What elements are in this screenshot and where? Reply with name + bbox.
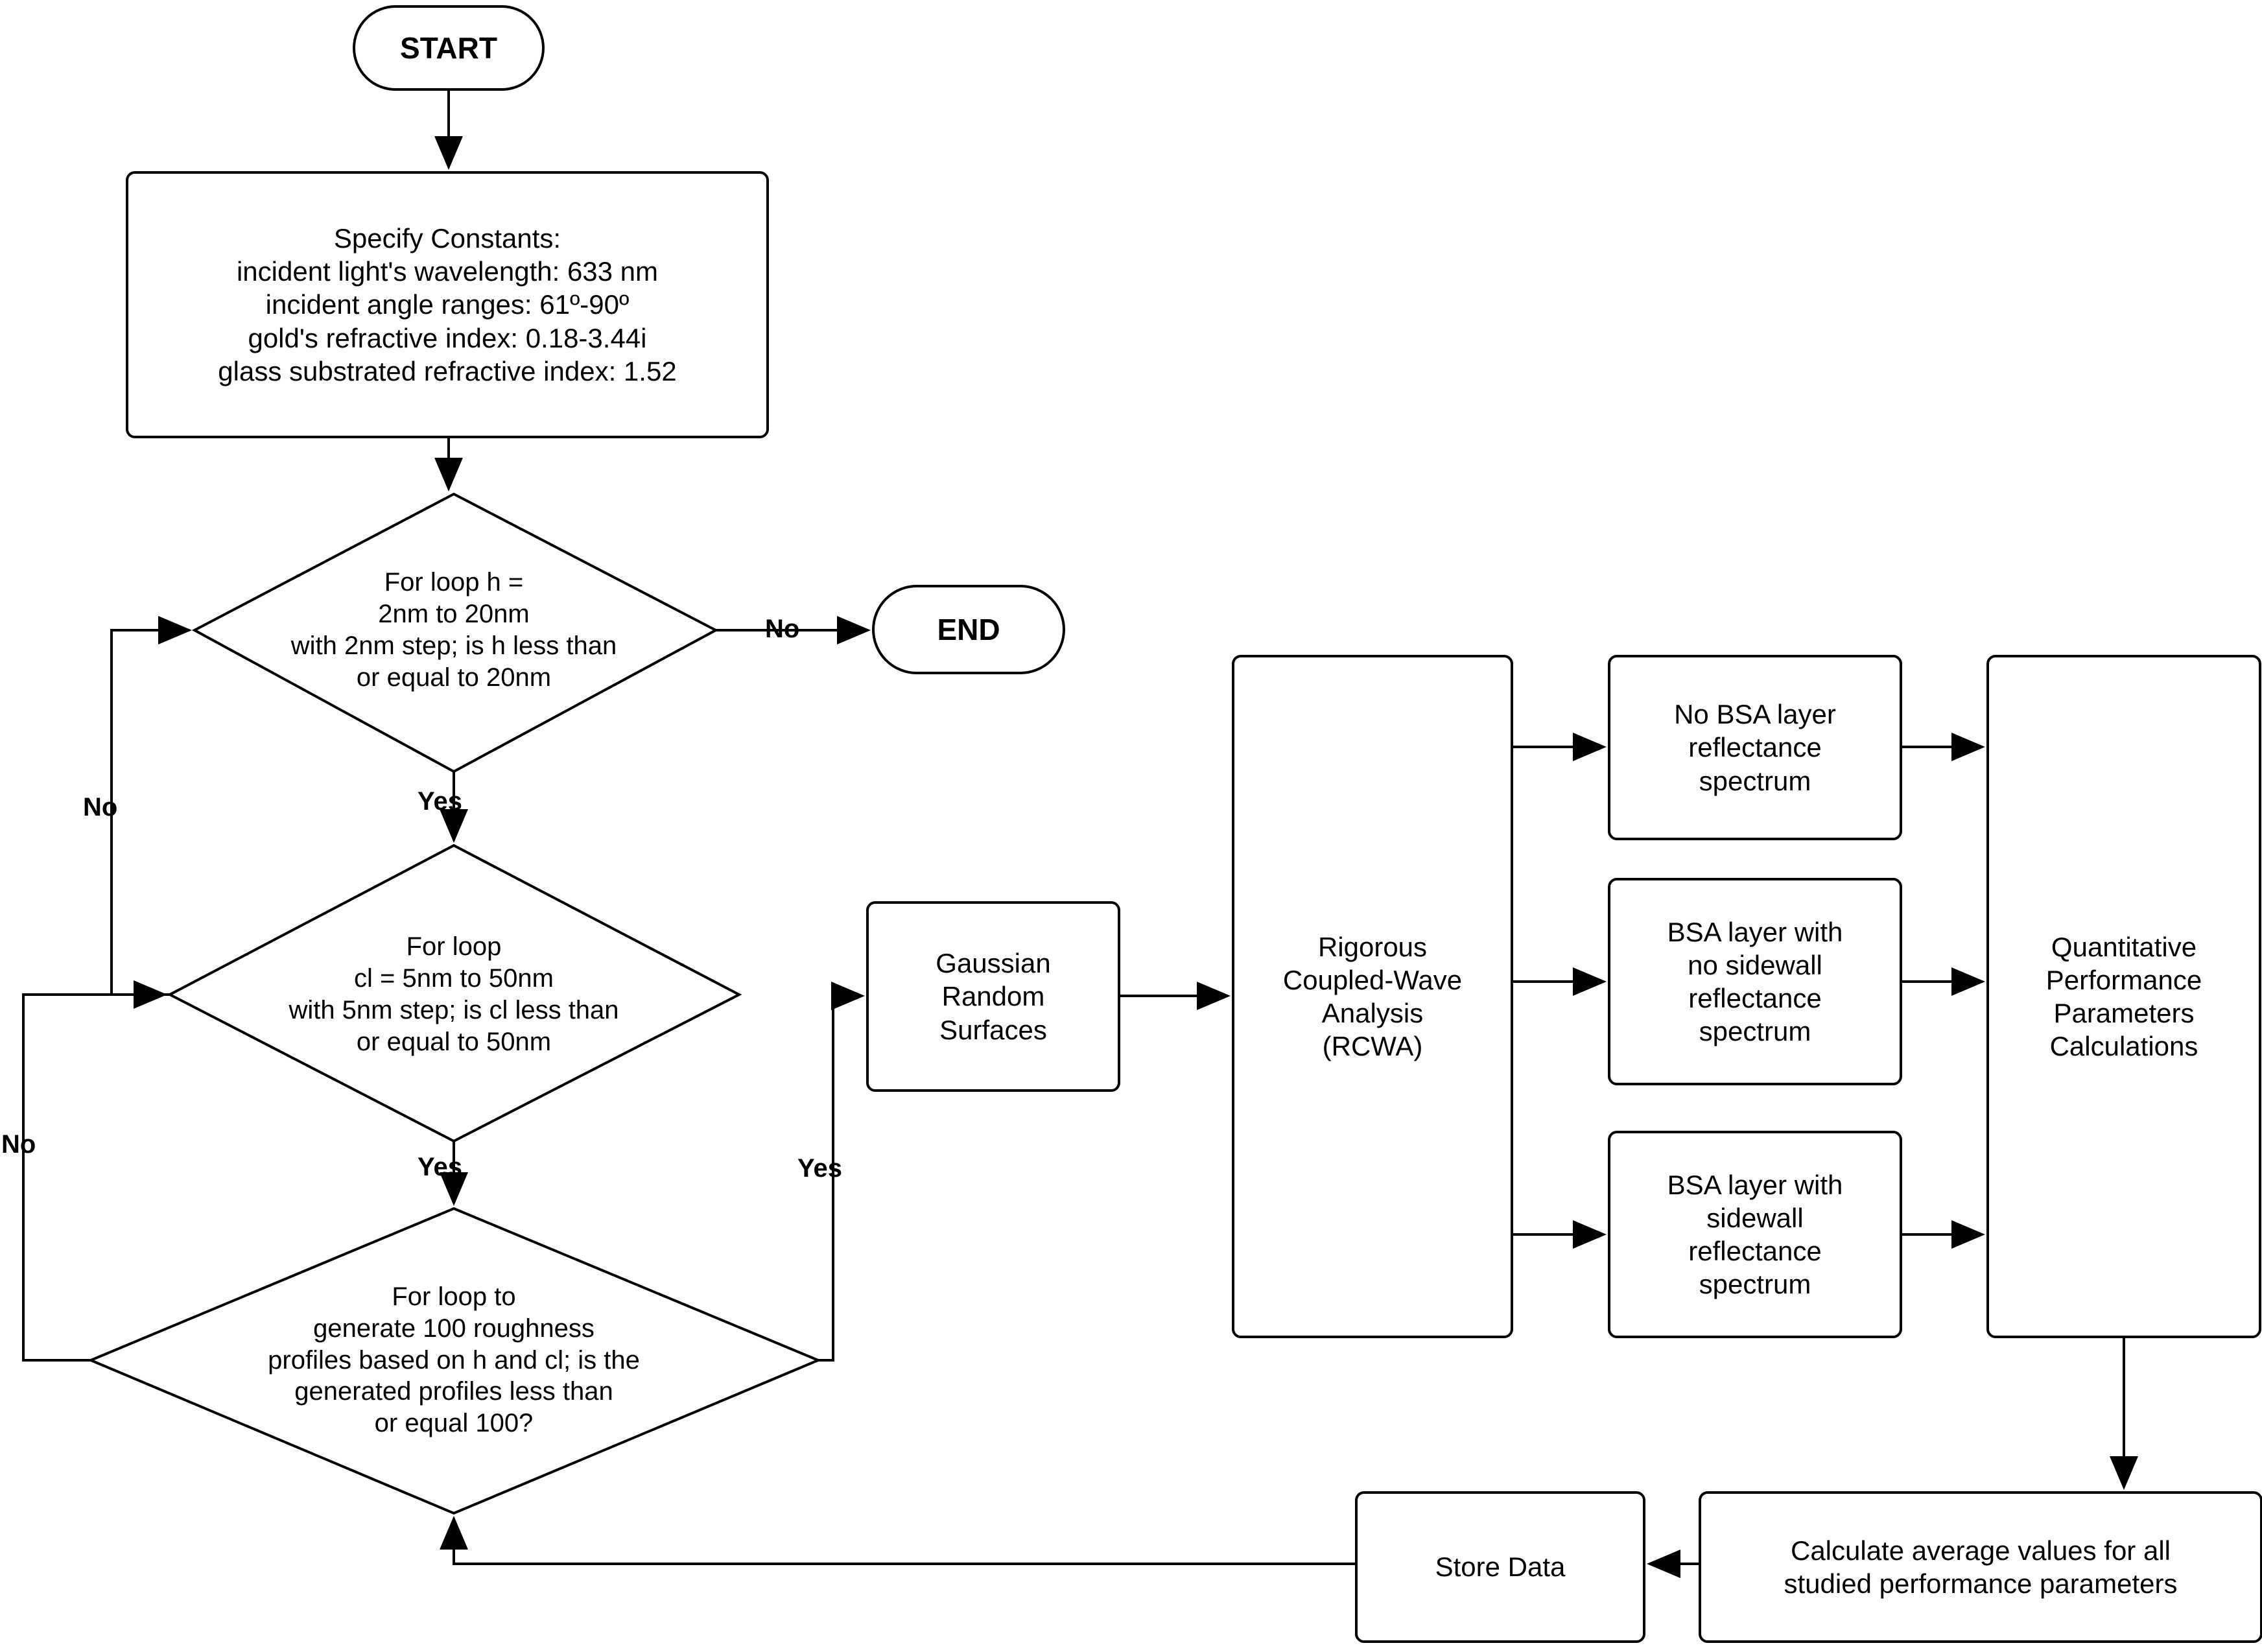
shape-end (872, 585, 1065, 674)
shape-gaussian (866, 901, 1120, 1092)
shape-start (353, 5, 545, 91)
shape-bsa-sidewall (1608, 1131, 1902, 1338)
edge-label-loop-cl-yes: Yes (418, 1153, 462, 1181)
edge-loop-cl-no-to-loop-h (110, 616, 192, 996)
edge-loop-profiles-no-to-loop-cl (22, 980, 167, 1362)
edge-loop-profiles-yes-to-gaussian (818, 982, 865, 1362)
shape-calc-average (1699, 1491, 2262, 1643)
shape-loop-h (191, 492, 719, 773)
edge-label-loop-cl-no: No (83, 793, 118, 821)
shape-loop-profiles (87, 1207, 822, 1515)
shape-store-data (1355, 1491, 1645, 1643)
edge-label-loop-h-yes: Yes (418, 787, 462, 816)
shape-constants (126, 171, 769, 438)
edge-store-data-to-loop-profiles (440, 1516, 1356, 1565)
edge-label-loop-profiles-yes: Yes (797, 1154, 842, 1183)
shape-quantitative (1986, 655, 2261, 1338)
edge-label-loop-profiles-no: No (1, 1130, 36, 1159)
shape-no-bsa (1608, 655, 1902, 840)
shape-bsa-no-sidewall (1608, 878, 1902, 1085)
shape-rcwa (1232, 655, 1513, 1338)
shape-loop-cl (167, 844, 742, 1143)
edge-label-loop-h-no: No (765, 615, 800, 643)
